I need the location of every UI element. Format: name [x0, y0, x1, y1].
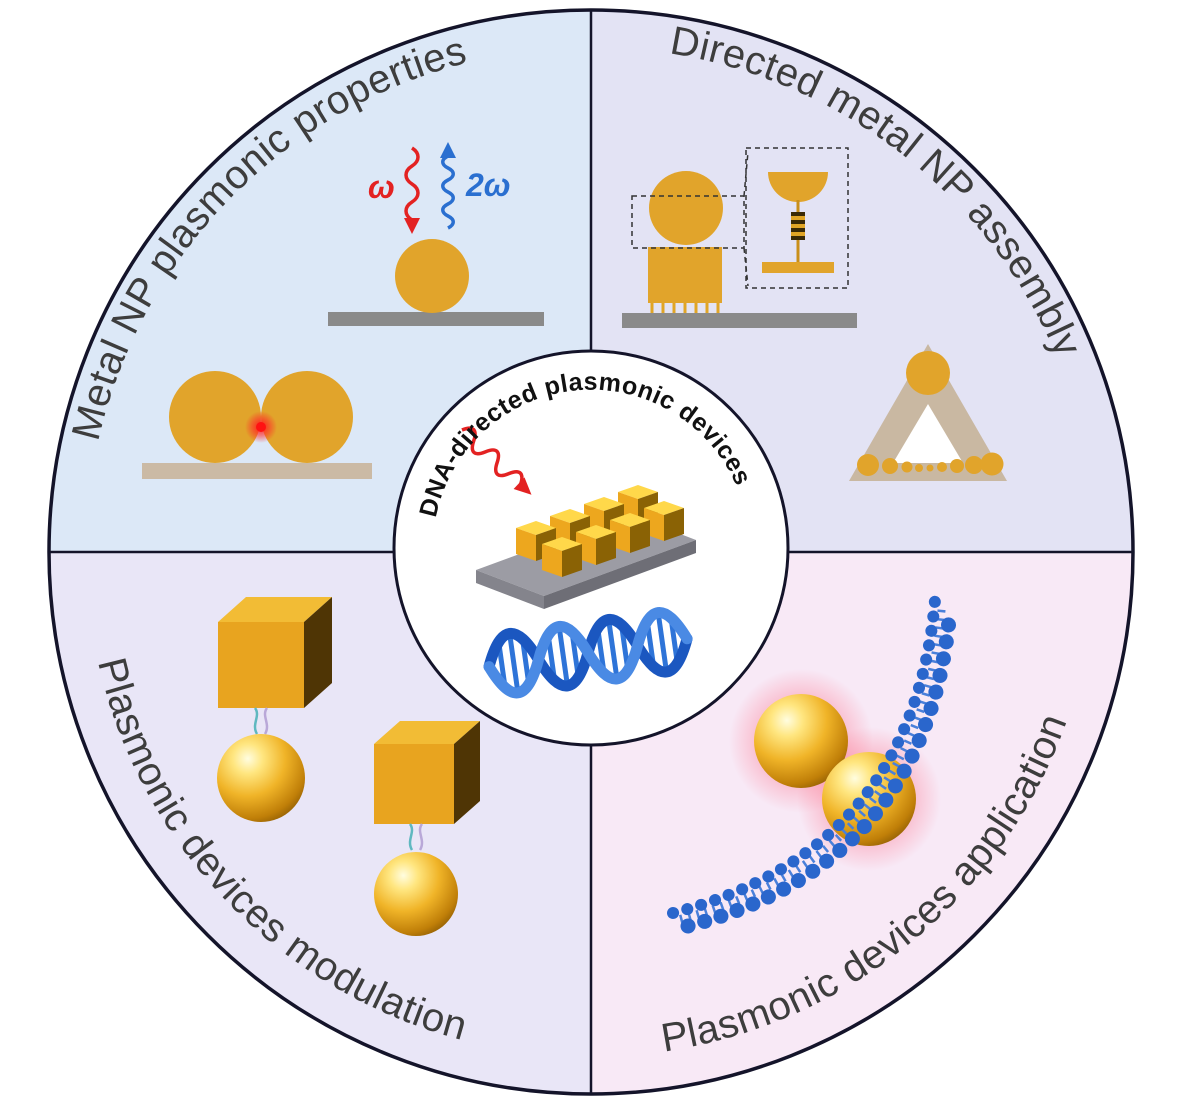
laser-wave-icon	[461, 426, 532, 495]
gray-substrate	[328, 312, 544, 326]
cube-sphere-pair-2	[374, 721, 480, 936]
nanoparticle-dimer-hotspot-illustration	[142, 371, 372, 479]
dna-duplex-barcode	[791, 212, 805, 240]
gold-nanoparticle-right	[261, 371, 353, 463]
nanoparticle-excitation-illustration: ω 2ω	[328, 142, 544, 326]
omega-label: ω	[368, 169, 395, 205]
hotspot-core	[256, 422, 266, 432]
triangle-top-nanoparticle	[906, 351, 950, 395]
dna-linker-2	[408, 823, 424, 851]
anchor-pad	[762, 262, 834, 273]
zoom-connector-top	[743, 151, 749, 197]
zoom-inset	[745, 147, 849, 289]
gold-sphere-2	[374, 852, 458, 936]
zoom-source-box	[631, 195, 745, 249]
cube-array-platform	[476, 485, 696, 609]
gray-substrate-2	[622, 313, 857, 328]
nanoparticle-cradle	[768, 172, 828, 202]
dna-helix-icon	[483, 607, 693, 699]
gold-nanoparticle-left	[169, 371, 261, 463]
cube2-top-face	[374, 721, 480, 744]
outer-ring	[47, 8, 1135, 1096]
origami-assembly-illustration	[622, 147, 857, 328]
chain-inner-beads	[667, 594, 941, 919]
helix-strand-b	[483, 607, 693, 699]
gold-nanoparticle-on-origami	[649, 171, 723, 245]
omega-wave-icon	[404, 146, 420, 234]
gold-nanoparticle	[395, 239, 469, 313]
platform-front	[544, 540, 696, 609]
cube1-side-face	[304, 597, 332, 708]
cube1-front-face	[218, 622, 304, 708]
gold-cube-array	[516, 485, 684, 577]
gold-sphere-1	[217, 734, 305, 822]
cube-sphere-pair-1	[217, 597, 332, 822]
cube2-side-face	[454, 721, 480, 824]
dna-linker-1	[253, 707, 269, 735]
glowing-gold-sphere-2	[822, 752, 916, 846]
cube1-top-face	[218, 597, 332, 622]
two-omega-wave-icon	[440, 142, 456, 230]
triangle-nanoparticle-row	[857, 452, 1004, 476]
tan-substrate	[142, 463, 372, 479]
platform-end	[476, 570, 544, 609]
triangle-hole	[893, 404, 963, 463]
dna-anchor-strands	[650, 303, 720, 313]
chain-outer-beads	[680, 602, 958, 934]
cube2-front-face	[374, 744, 454, 824]
center-emblem: DNA-directed plasmonic devices	[392, 349, 790, 747]
two-omega-label: 2ω	[465, 167, 511, 203]
chain-rungs	[678, 604, 946, 923]
triangle-template-illustration	[849, 344, 1007, 481]
glowing-gold-sphere-1	[754, 694, 848, 788]
origami-block	[648, 247, 722, 303]
dna-bead-chain	[667, 594, 958, 934]
